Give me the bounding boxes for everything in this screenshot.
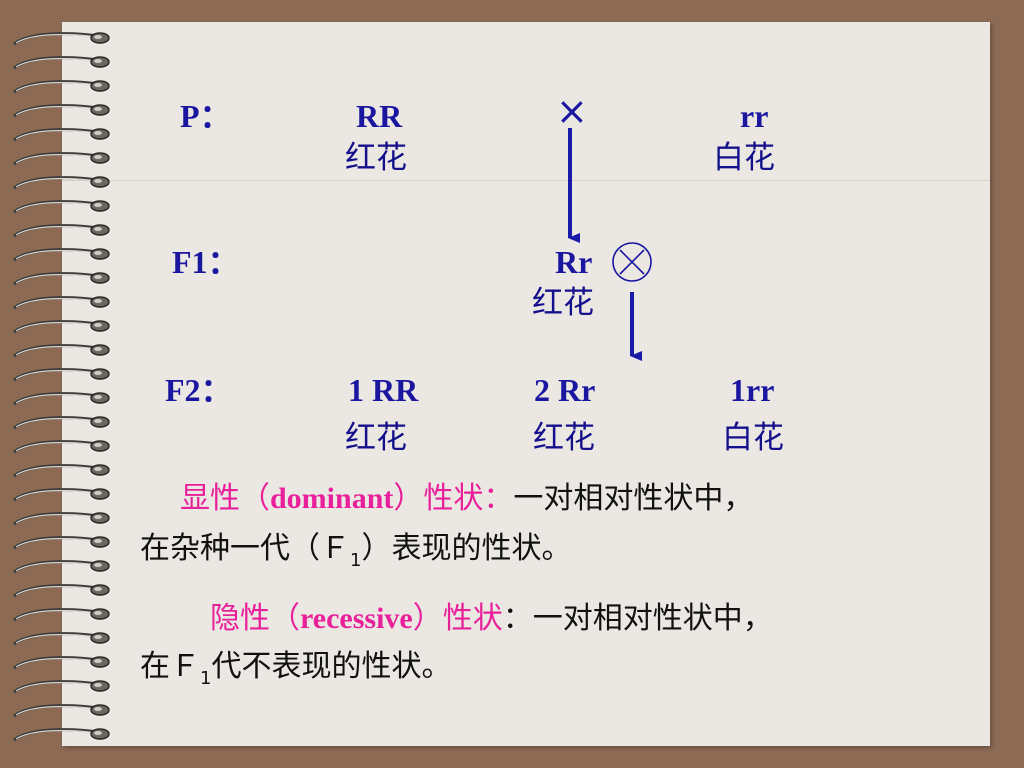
dominant-definition-line2: 在杂种一代（Ｆ1）表现的性状。 [140,531,572,571]
p-left-phenotype: 红花 [345,140,407,176]
f2-genotype-3: 1rr [730,372,775,408]
dominant-definition-line1: 显性（dominant）性状：一对相对性状中， [180,481,754,516]
f1-genotype: Rr [555,244,593,280]
recessive-definition-line2: 在Ｆ1代不表现的性状。 [140,649,452,689]
f1-generation-label: F1： [172,244,240,280]
f2-genotype-1: 1 RR [348,372,419,408]
spiral-binding-icon [13,32,110,742]
notebook-paper [62,22,990,746]
cross-symbol: × [556,89,588,133]
p-right-phenotype: 白花 [713,140,775,176]
p-right-genotype: rr [740,98,769,134]
f2-phenotype-1: 红花 [345,420,407,456]
f2-phenotype-3: 白花 [722,420,784,456]
recessive-definition-line1: 隐性（recessive）性状：一对相对性状中， [210,601,773,636]
f1-phenotype: 红花 [532,285,594,321]
f2-phenotype-2: 红花 [533,420,595,456]
p-left-genotype: RR [356,98,403,134]
f2-generation-label: F2： [165,372,233,408]
f2-genotype-2: 2 Rr [534,372,596,408]
p-generation-label: P： [180,98,232,134]
paper-rule-line [62,180,990,181]
dominant-term: 显性（dominant）性状 [180,481,484,516]
recessive-term: 隐性（recessive）性状 [210,601,503,636]
